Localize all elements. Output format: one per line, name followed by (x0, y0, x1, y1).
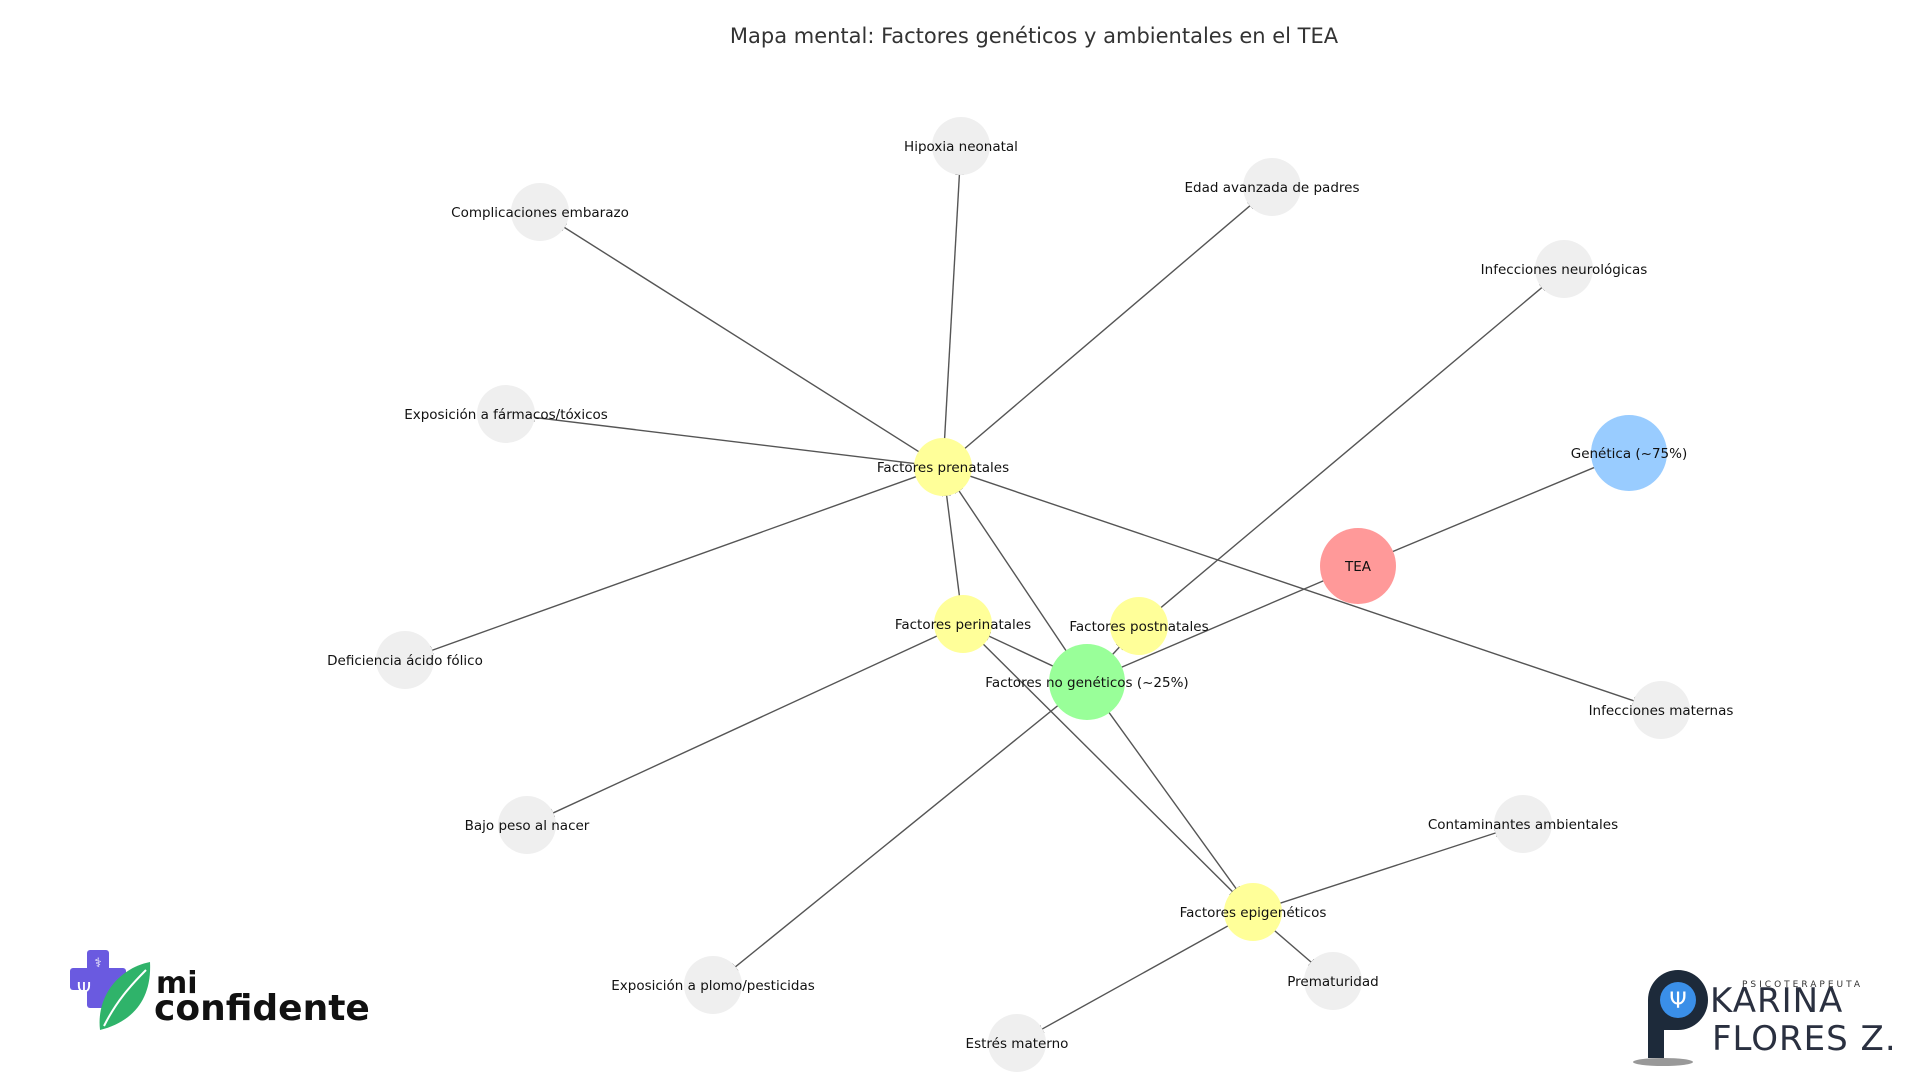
node-circle-edad (1243, 158, 1301, 216)
node-label-epigeneticos: Factores epigenéticos (1180, 905, 1327, 921)
node-estres (988, 1014, 1046, 1072)
node-circle-postnatales (1110, 597, 1168, 655)
node-label-genetica: Genética (~75%) (1571, 446, 1688, 462)
node-circle-farmacos (477, 385, 535, 443)
node-contaminantes (1494, 795, 1552, 853)
nodes-layer: TEA Genética (~75%) Factores no genéticos … (327, 117, 1733, 1072)
node-circle-hipoxia (932, 117, 990, 175)
node-circle-infneuro (1535, 240, 1593, 298)
svg-text:⚕: ⚕ (94, 956, 101, 971)
node-prenatales (914, 438, 972, 496)
edge-epigeneticos-to-contaminantes (1263, 828, 1507, 910)
node-edad (1243, 158, 1301, 216)
node-circle-genetica (1591, 415, 1667, 491)
svg-text:Ψ: Ψ (1669, 989, 1686, 1014)
node-label-contaminantes: Contaminantes ambientales (1428, 817, 1618, 833)
node-infneuro (1535, 240, 1593, 298)
edge-perinatales-to-bajopeso (543, 628, 953, 818)
node-epigeneticos (1224, 883, 1282, 941)
edge-perinatales-to-prenatales (942, 484, 963, 613)
node-label-prematuridad: Prematuridad (1287, 974, 1378, 990)
node-label-prenatales: Factores prenatales (877, 460, 1009, 476)
node-circle-complicaciones (511, 183, 569, 241)
node-prematuridad (1304, 952, 1362, 1010)
node-circle-epigeneticos (1224, 883, 1282, 941)
node-label-farmacos: Exposición a fármacos/tóxicos (404, 407, 608, 423)
edge-prenatales-to-edad (951, 198, 1259, 461)
node-label-infmat: Infecciones maternas (1589, 703, 1734, 719)
node-circle-bajopeso (498, 796, 556, 854)
node-infmat (1632, 681, 1690, 739)
logo-tagline: PSICOTERAPEUTA (1742, 980, 1863, 990)
edge-prenatales-to-farmacos (523, 413, 932, 467)
node-label-perinatales: Factores perinatales (895, 617, 1031, 633)
node-circle-nogen (1049, 644, 1125, 720)
logo-text-mi: mi (156, 966, 198, 1001)
edge-tea-to-genetica (1371, 461, 1608, 561)
edges-layer (421, 163, 1645, 1035)
node-label-hipoxia: Hipoxia neonatal (904, 139, 1018, 155)
node-circle-estres (988, 1014, 1046, 1072)
node-circle-perinatales (934, 595, 992, 653)
svg-text:Ψ: Ψ (77, 979, 91, 1000)
node-label-estres: Estrés materno (966, 1036, 1069, 1052)
karina-flores-logo: Ψ PSICOTERAPEUTA KARINA FLORES Z. (1633, 970, 1897, 1066)
node-tea (1320, 528, 1396, 604)
edge-nogen-to-prenatales (952, 481, 1080, 670)
node-label-complicaciones: Complicaciones embarazo (451, 205, 629, 221)
logo-name-last: FLORES Z. (1712, 1019, 1897, 1059)
edge-nogen-to-epigeneticos (1095, 693, 1243, 898)
node-label-infneuro: Infecciones neurológicas (1481, 262, 1648, 278)
node-circle-tea (1320, 528, 1396, 604)
node-circle-plomo (684, 956, 742, 1014)
node-circle-prenatales (914, 438, 972, 496)
node-nogen (1049, 644, 1125, 720)
edge-prenatales-to-complicaciones (555, 221, 934, 462)
node-label-plomo: Exposición a plomo/pesticidas (611, 978, 815, 994)
node-circle-prematuridad (1304, 952, 1362, 1010)
node-plomo (684, 956, 742, 1014)
edge-nogen-to-plomo (726, 691, 1076, 974)
medical-cross-icon: ⚕ Ψ (70, 950, 126, 1008)
node-label-postnatales: Factores postnatales (1069, 619, 1208, 635)
node-bajopeso (498, 796, 556, 854)
node-label-edad: Edad avanzada de padres (1185, 180, 1360, 196)
edge-perinatales-to-epigeneticos (970, 631, 1241, 900)
edge-prenatales-to-infmat (953, 470, 1645, 705)
node-farmacos (477, 385, 535, 443)
node-label-nogen: Factores no genéticos (~25%) (985, 675, 1188, 691)
node-label-folico: Deficiencia ácido fólico (327, 653, 483, 669)
miconfidente-logo: ⚕ Ψ mi confidente (70, 950, 370, 1030)
node-label-bajopeso: Bajo peso al nacer (465, 818, 590, 834)
node-genetica (1591, 415, 1667, 491)
edge-epigeneticos-to-estres (1032, 917, 1244, 1035)
edge-prenatales-to-folico (421, 470, 933, 655)
edge-postnatales-to-infneuro (1147, 280, 1551, 620)
page-title: Mapa mental: Factores genéticos y ambien… (730, 24, 1339, 48)
node-postnatales (1110, 597, 1168, 655)
logo-name-first: KARINA (1710, 981, 1843, 1021)
edge-prenatales-to-hipoxia (942, 163, 964, 456)
node-complicaciones (511, 183, 569, 241)
node-circle-contaminantes (1494, 795, 1552, 853)
node-perinatales (934, 595, 992, 653)
node-circle-infmat (1632, 681, 1690, 739)
node-folico (376, 631, 434, 689)
logo-text-confidente: confidente (154, 988, 370, 1029)
node-label-tea: TEA (1344, 559, 1372, 575)
node-circle-folico (376, 631, 434, 689)
node-hipoxia (932, 117, 990, 175)
